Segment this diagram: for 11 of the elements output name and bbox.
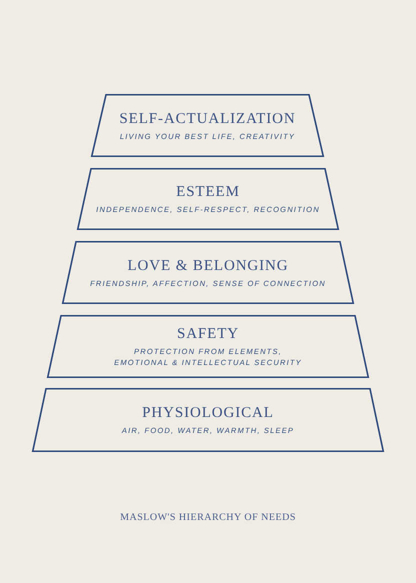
tier-heading: LOVE & BELONGING bbox=[127, 256, 289, 274]
pyramid-tier bbox=[32, 388, 384, 452]
pyramid-tier bbox=[47, 315, 369, 378]
tier-heading: SAFETY bbox=[176, 325, 240, 343]
tier-heading: SELF-ACTUALIZATION bbox=[119, 110, 296, 128]
pyramid-tier bbox=[62, 241, 354, 304]
pyramid-tier bbox=[91, 94, 324, 157]
tier-heading: ESTEEM bbox=[176, 183, 240, 201]
tier-heading: PHYSIOLOGICAL bbox=[142, 404, 274, 422]
caption: MASLOW'S HIERARCHY OF NEEDS bbox=[120, 511, 296, 524]
pyramid-tier bbox=[77, 168, 339, 230]
